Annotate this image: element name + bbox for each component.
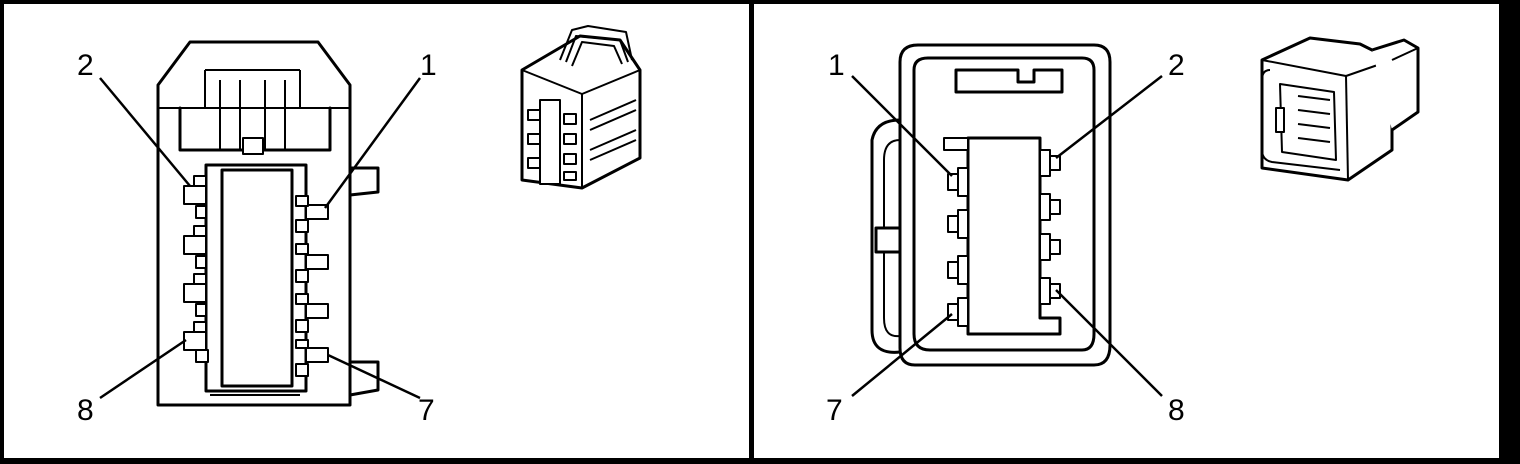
pin-label-left-1: 1 <box>420 49 437 82</box>
pin-label-right-2: 2 <box>1168 49 1185 82</box>
leader-right-1 <box>851 75 953 177</box>
leader-left-8 <box>99 338 187 400</box>
pin-label-left-8: 8 <box>77 394 94 427</box>
leader-left-1 <box>323 77 422 209</box>
pin-label-left-2: 2 <box>77 49 94 82</box>
right-connector-isometric-thumbnail <box>1260 36 1420 182</box>
left-connector-isometric-thumbnail <box>520 25 642 190</box>
left-connector-face <box>156 40 380 407</box>
leader-right-2 <box>1055 75 1163 159</box>
pin-label-right-1: 1 <box>828 49 845 82</box>
leader-right-8 <box>1055 289 1163 397</box>
leader-left-7 <box>327 353 421 400</box>
right-terminals-left-row <box>947 167 969 327</box>
right-terminals-right-row <box>1039 149 1061 305</box>
right-connector-face <box>870 43 1112 367</box>
left-terminals-right-row <box>295 195 329 377</box>
pin-label-right-8: 8 <box>1168 394 1185 427</box>
left-terminals-left-row <box>183 175 209 363</box>
leader-right-7 <box>851 313 953 397</box>
leader-left-2 <box>99 77 191 187</box>
pin-label-right-7: 7 <box>826 394 843 427</box>
pin-label-left-7: 7 <box>418 394 435 427</box>
